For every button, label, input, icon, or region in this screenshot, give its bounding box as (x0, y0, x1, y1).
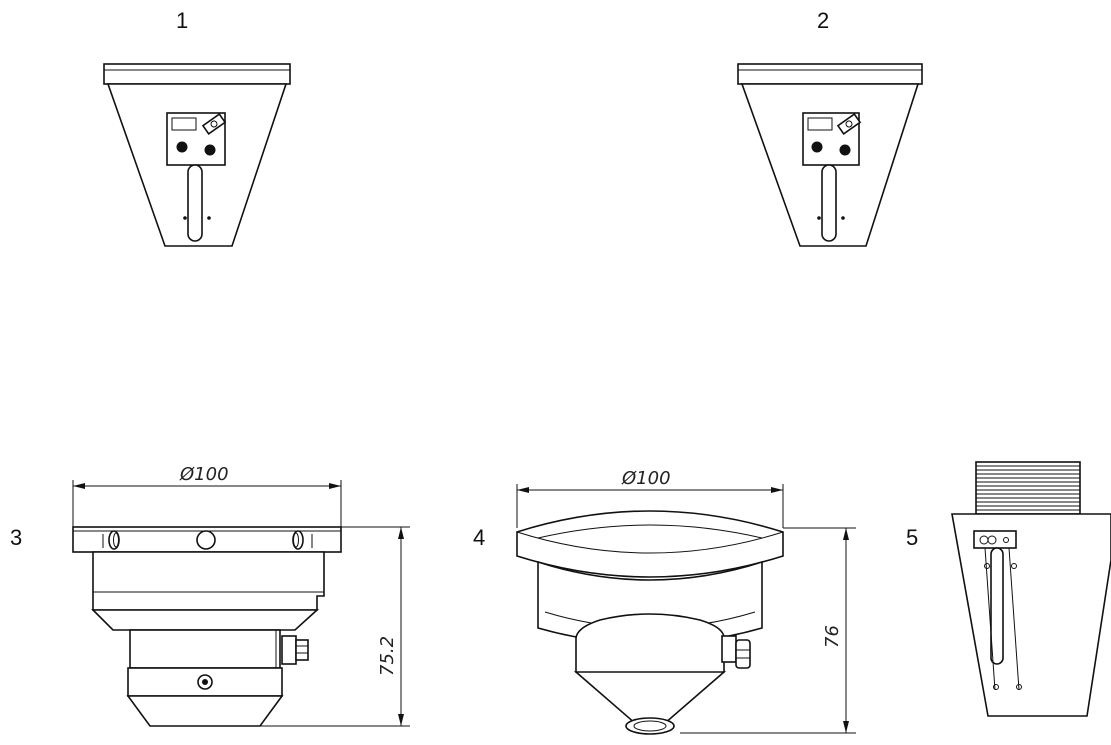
figure-1-top-plate (103, 63, 291, 85)
figure-3-diameter-text: Ø100 (179, 464, 229, 485)
figure-2: 2 (737, 8, 923, 247)
figure-3-body (92, 551, 325, 611)
figure-2-label: 2 (817, 8, 829, 33)
figure-5-thread (975, 461, 1081, 515)
figure-4-label: 4 (473, 525, 485, 550)
figure-5-label: 5 (906, 525, 918, 550)
figure-4-cap (516, 510, 784, 578)
figure-2-rod (821, 164, 837, 242)
figure-4-diameter-text: Ø100 (621, 468, 671, 489)
figure-1: 1 (103, 8, 291, 247)
figure-5: 5 (906, 461, 1111, 717)
figure-3-height-text: 75.2 (377, 636, 398, 676)
figure-5-rod (990, 547, 1004, 665)
figure-4-lower-body (575, 613, 725, 682)
figure-3-tip (126, 695, 284, 727)
figure-3: 3 Ø100 75.2 (10, 464, 410, 727)
figure-4-height-text: 76 (822, 625, 843, 648)
figure-1-rod (187, 164, 203, 242)
figure-3-lower-body (129, 629, 281, 669)
figure-1-label: 1 (176, 8, 188, 33)
figure-3-label: 3 (10, 525, 22, 550)
figure-2-top-plate (737, 63, 923, 85)
figure-4-tip (573, 671, 727, 725)
figure-4: 4 Ø100 76 (473, 468, 856, 735)
